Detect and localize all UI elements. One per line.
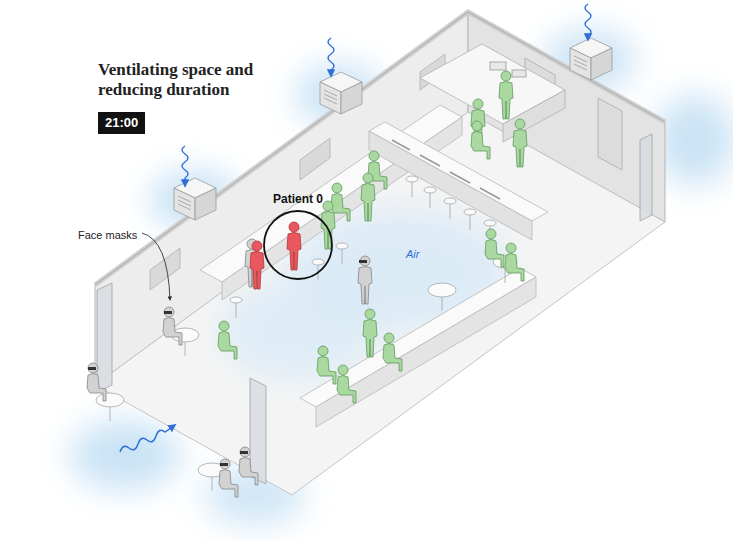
tables-and-stools-part: [96, 393, 124, 407]
tables-and-stools-part: [230, 297, 242, 303]
room-part: [95, 12, 665, 285]
airflow-arrows-part: [585, 4, 591, 40]
bar-counters-part: [490, 62, 506, 70]
leader-line: [142, 233, 170, 300]
people-grey-part: [219, 459, 238, 497]
people-grey-part: [163, 307, 182, 345]
people-green-part: [218, 321, 237, 359]
face-masks-part: [220, 463, 228, 466]
tables-and-stools-part: [424, 187, 436, 193]
airflow-arrows-part: [328, 38, 334, 76]
face-masks-part: [240, 451, 248, 454]
people-green-part: [321, 201, 335, 249]
vents-part: [570, 38, 612, 80]
people-infected-part: [287, 222, 301, 270]
people-green-part: [485, 229, 504, 267]
face-masks-part: [359, 260, 367, 263]
people-green-part: [471, 121, 490, 159]
bar-counters-part: [300, 268, 536, 407]
people-infected-part: [250, 241, 264, 289]
tables-and-stools-part: [336, 243, 348, 249]
people-green-part: [361, 173, 375, 221]
people-green-part: [513, 119, 527, 167]
people-green-part: [499, 71, 513, 119]
room: [95, 12, 665, 495]
people-green-part: [337, 365, 356, 403]
callout-label-text: Face masks: [78, 229, 137, 241]
people-grey: [87, 239, 372, 497]
callout-text: Patient 0: [262, 192, 334, 207]
time-badge: 21:00: [98, 112, 145, 134]
callout-label: Face masks: [78, 225, 137, 243]
people-green-part: [317, 346, 336, 384]
bar-counters: [200, 44, 565, 427]
air-label: Air: [406, 244, 419, 262]
air-glow-part: [655, 95, 733, 185]
vents-part: [320, 72, 362, 114]
people-green-part: [383, 333, 402, 371]
people-green-part: [505, 243, 524, 281]
people-green-part: [363, 309, 377, 357]
tables-and-stools-part: [428, 283, 456, 297]
airflow-arrows-part: [182, 146, 188, 186]
tables-and-stools-part: [444, 198, 456, 204]
people-grey-part: [358, 256, 372, 304]
tables-and-stools-part: [406, 176, 418, 182]
title-block: Ventilating space and reducing duration: [98, 60, 288, 101]
face-masks-part: [164, 311, 172, 314]
doors-part: [250, 378, 266, 484]
bar-counters-part: [200, 105, 462, 282]
tables-and-stools-part: [484, 220, 496, 226]
title-text: Ventilating space and reducing duration: [98, 60, 253, 99]
doors: [97, 134, 652, 484]
highlight-ring: [264, 211, 332, 279]
vents-part: [174, 178, 216, 220]
face-masks: [88, 260, 367, 466]
air-label-text: Air: [406, 248, 419, 260]
air-glow-part: [70, 420, 180, 490]
people-green: [218, 71, 527, 403]
time-text: 21:00: [105, 115, 138, 131]
bar-counters-part: [316, 277, 536, 427]
patient-callout: Patient 0: [262, 192, 334, 281]
tables-and-stools: [96, 176, 517, 491]
tables-and-stools-part: [464, 209, 476, 215]
doors-part: [97, 283, 112, 392]
face-masks-part: [88, 367, 96, 370]
people-grey-part: [239, 447, 258, 485]
tables-and-stools-part: [312, 259, 324, 265]
doors-part: [640, 134, 652, 221]
bar-counters-part: [369, 131, 532, 240]
highlight-ring: [262, 209, 334, 281]
room-part: [95, 12, 665, 285]
people-grey-part: [87, 363, 106, 401]
bar-counters-part: [512, 70, 526, 77]
people-green-part: [368, 151, 387, 189]
airflow-arrows-part: [120, 425, 175, 452]
